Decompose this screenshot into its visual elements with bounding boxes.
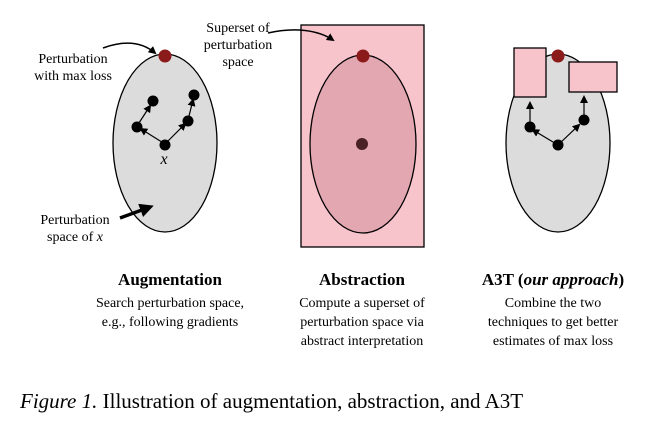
superset-annotation-arrow <box>267 29 335 42</box>
abstraction-box <box>568 61 618 93</box>
perturbation-space-annotation-arrow <box>119 203 154 220</box>
a3t-caption: A3T (our approach) Combine the two techn… <box>453 270 653 351</box>
caption-text: Illustration of augmentation, abstractio… <box>97 389 524 413</box>
sample-point <box>552 139 564 151</box>
panel-title: Abstraction <box>319 270 405 289</box>
a3t-panel <box>505 47 618 233</box>
abstraction-panel <box>267 24 425 248</box>
max-loss-point <box>158 49 172 63</box>
x-variable-label: x <box>160 151 168 168</box>
augmentation-caption: Augmentation Search perturbation space, … <box>60 270 280 332</box>
superset-label: Superset of perturbation space <box>203 21 273 70</box>
max-loss-point <box>551 49 565 63</box>
panel-title: A3T (our approach) <box>481 270 625 289</box>
abstraction-caption: Abstraction Compute a superset of pertur… <box>262 270 462 351</box>
sample-point <box>182 115 194 127</box>
max-loss-annotation-arrow <box>102 42 157 55</box>
max-loss-point <box>356 49 370 63</box>
panel-title: Augmentation <box>118 270 222 289</box>
augmentation-panel <box>102 42 218 233</box>
figure-number: Figure 1. <box>20 389 98 413</box>
perturbation-space-label: Perturbation space of x <box>40 213 110 245</box>
sample-point <box>578 114 590 126</box>
diagram-canvas <box>102 24 618 248</box>
sample-point <box>159 139 171 151</box>
abstraction-box <box>513 47 547 98</box>
center-point <box>356 138 368 150</box>
sample-point <box>188 89 200 101</box>
max-loss-label: Perturbation with max loss <box>34 52 112 84</box>
sample-point <box>147 95 159 107</box>
sample-point <box>524 121 536 133</box>
figure-caption: Figure 1. Illustration of augmentation, … <box>20 388 523 414</box>
sample-point <box>131 121 143 133</box>
